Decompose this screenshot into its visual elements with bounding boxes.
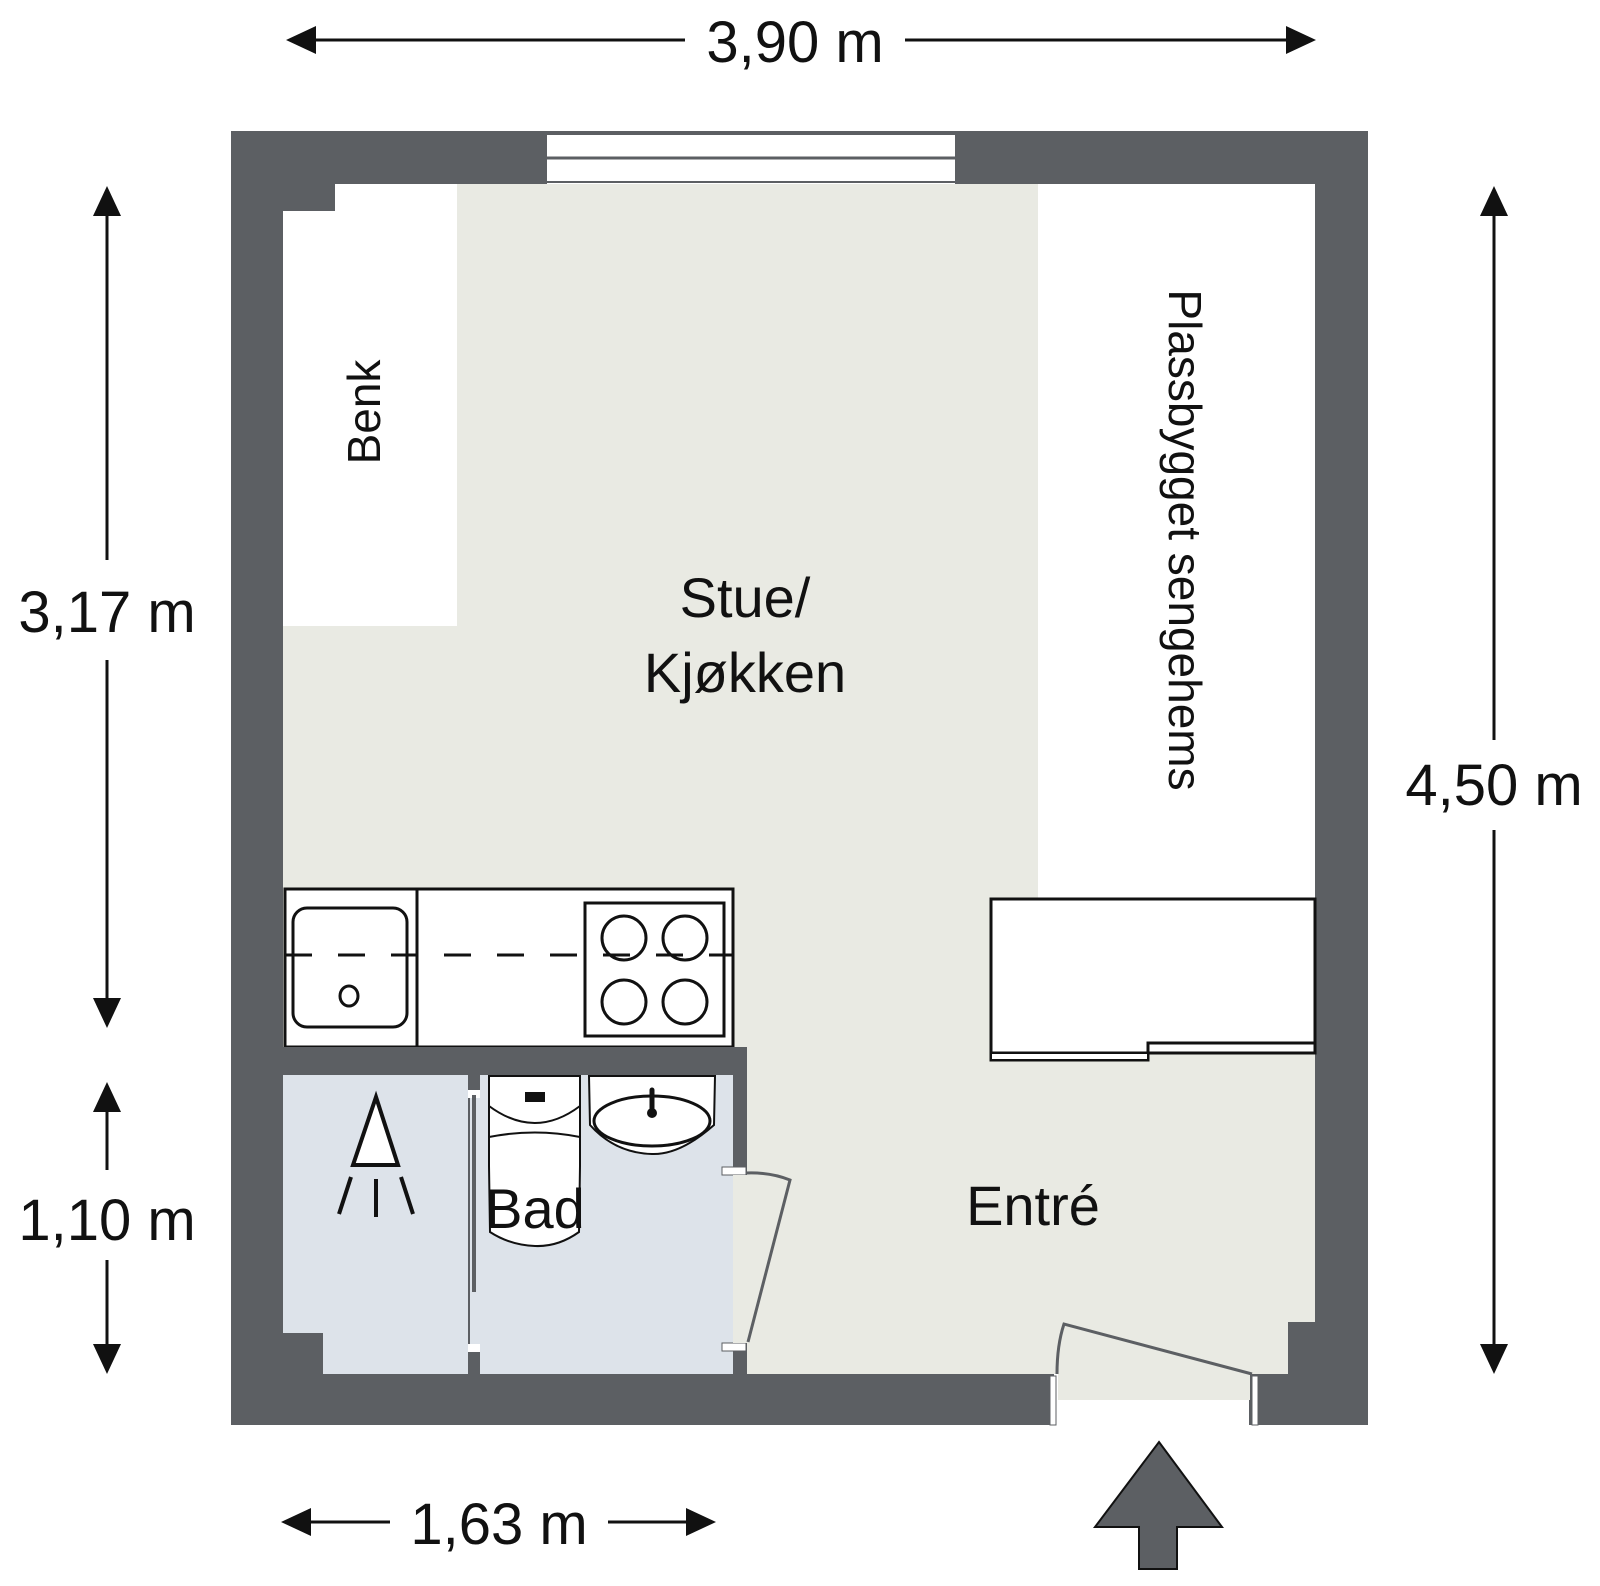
room-label-entre: Entré bbox=[966, 1174, 1100, 1237]
dimension-left-lower: 1,10 m bbox=[18, 1082, 196, 1374]
kitchen-sink-icon bbox=[291, 906, 409, 1029]
cabinet bbox=[989, 897, 1317, 1062]
room-label-bad: Bad bbox=[485, 1177, 585, 1240]
bench-label: Benk bbox=[338, 359, 390, 465]
dimension-bottom: 1,63 m bbox=[281, 1492, 716, 1557]
dimension-left-lower-label: 1,10 m bbox=[18, 1188, 195, 1253]
shower-icon bbox=[337, 1090, 415, 1217]
entrance-door bbox=[1049, 1300, 1318, 1426]
dimension-bottom-label: 1,63 m bbox=[410, 1492, 587, 1557]
dimension-right: 4,50 m bbox=[1405, 186, 1583, 1374]
toilet-icon bbox=[488, 1075, 581, 1248]
entrance-arrow-icon bbox=[1092, 1440, 1224, 1570]
wall-notch-top-left bbox=[283, 184, 335, 211]
dimension-left-upper-label: 3,17 m bbox=[18, 580, 195, 645]
sink-icon bbox=[587, 1075, 717, 1156]
built-in-loft-bed: Plassbygget sengehems bbox=[1038, 184, 1315, 899]
bathroom: Bad bbox=[283, 1047, 792, 1374]
stove-icon bbox=[583, 901, 726, 1038]
loft-bed-label: Plassbygget sengehems bbox=[1159, 289, 1211, 790]
room-label-stue-line2: Kjøkken bbox=[644, 641, 846, 704]
window bbox=[547, 133, 955, 184]
room-label-stue-line1: Stue/ bbox=[680, 566, 811, 629]
dimension-top: 3,90 m bbox=[286, 10, 1316, 75]
bench: Benk bbox=[283, 184, 457, 626]
dimension-right-label: 4,50 m bbox=[1405, 753, 1582, 818]
dimension-top-label: 3,90 m bbox=[706, 10, 883, 75]
dimension-left-upper: 3,17 m bbox=[18, 186, 196, 1028]
kitchen-counter bbox=[283, 887, 735, 1049]
